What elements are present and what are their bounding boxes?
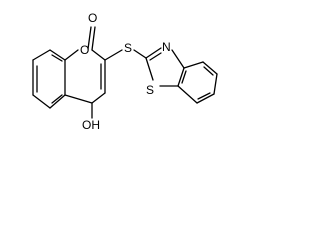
thiazole-ring <box>145 47 185 87</box>
pyranone-ring <box>64 49 106 104</box>
carbonyl-group <box>87 26 96 51</box>
thiazole-sulfur-label: S <box>146 83 154 97</box>
molecule-diagram: O O S N S OH <box>32 11 218 132</box>
carbonyl-oxygen-label: O <box>88 11 97 25</box>
hydroxyl-label: OH <box>82 118 100 132</box>
thioether-sulfur-label: S <box>124 41 132 55</box>
ring-oxygen-label: O <box>80 43 89 57</box>
thiazole-nitrogen-label: N <box>162 40 171 54</box>
structure-canvas: O O S N S OH <box>0 0 228 148</box>
thioether-bridge <box>104 49 147 61</box>
benzothiazole-benzene-ring <box>177 61 218 104</box>
coumarin-benzene-ring <box>32 49 66 109</box>
